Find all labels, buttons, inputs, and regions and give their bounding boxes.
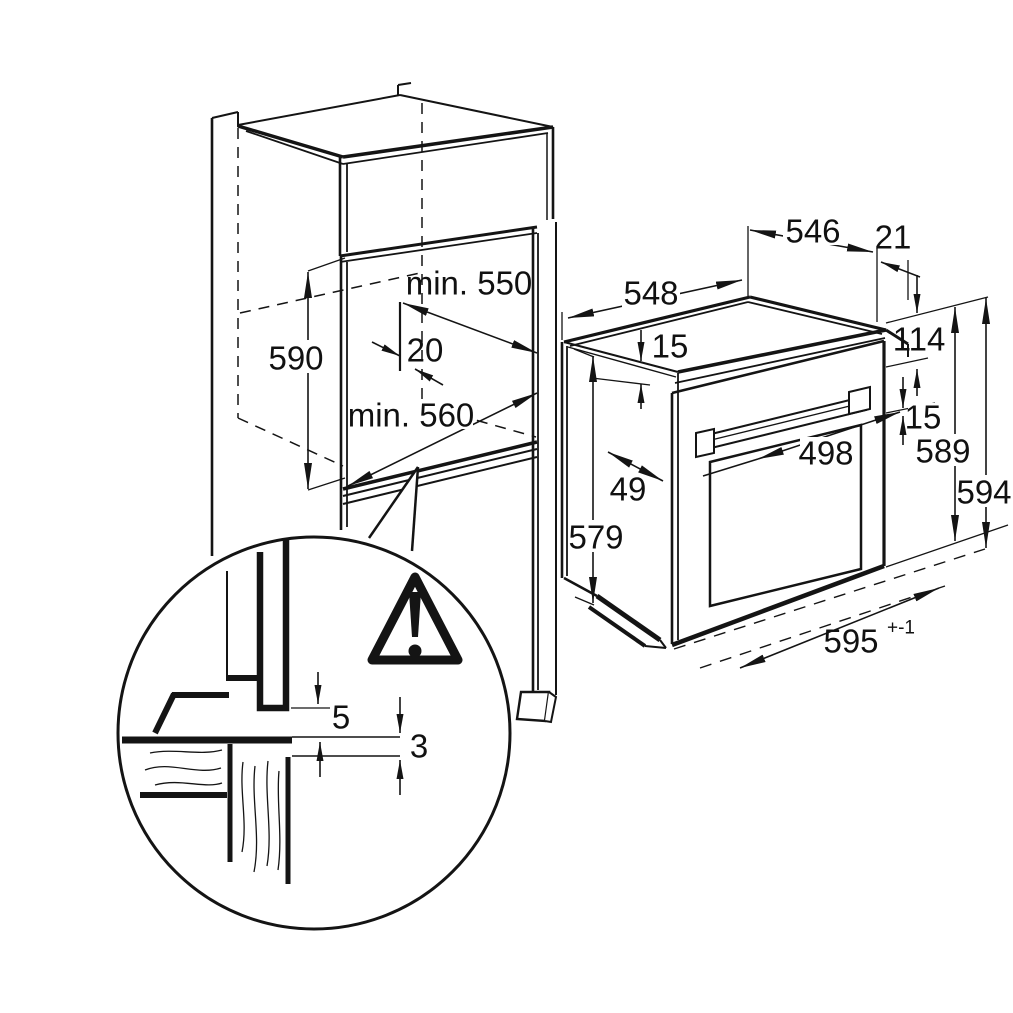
detail-circle (116, 535, 512, 931)
dim-label-control-panel-height: 114 (893, 321, 946, 358)
oven-door-top (671, 339, 885, 395)
dim-label-depth: 546 (785, 213, 840, 250)
dim-label-front-gap: 5 (332, 699, 350, 736)
dim-label-front-width: 595 (823, 623, 878, 660)
warning-icon (367, 572, 463, 665)
oven-dimensions: 548 546 21 15 114 15 589 59 (561, 213, 1012, 669)
section-profile (122, 540, 400, 884)
dim-label-niche-depth: min. 550 (406, 265, 533, 302)
dim-label-board-gap: 3 (410, 728, 428, 765)
dim-label-handle-length: 498 (798, 435, 853, 472)
cabinet-dimensions: 590 min. 550 20 min. 560 (268, 257, 538, 491)
dim-label-niche-width: min. 560 (348, 397, 475, 434)
dim-label-front-overhang: 21 (875, 219, 912, 256)
dim-label-front-width-tolerance: +-1 (887, 618, 915, 639)
dim-label-handle-projection: 49 (610, 471, 647, 508)
dim-label-total-height: 594 (956, 474, 1011, 511)
dim-label-handle-offset: 15 (905, 399, 942, 436)
dim-label-niche-height: 590 (268, 340, 323, 377)
dim-label-top-inset: 15 (652, 328, 689, 365)
cabinet-foot (515, 690, 551, 723)
detail-callout: 5 3 (116, 466, 512, 931)
dim-label-top-width: 548 (623, 275, 678, 312)
dim-label-body-height: 579 (568, 519, 623, 556)
dim-label-rear-clearance: 20 (407, 332, 444, 369)
niche-shelf-edge (342, 440, 538, 491)
dim-label-height-to-frame: 589 (915, 433, 970, 470)
wood-grain (144, 749, 281, 873)
